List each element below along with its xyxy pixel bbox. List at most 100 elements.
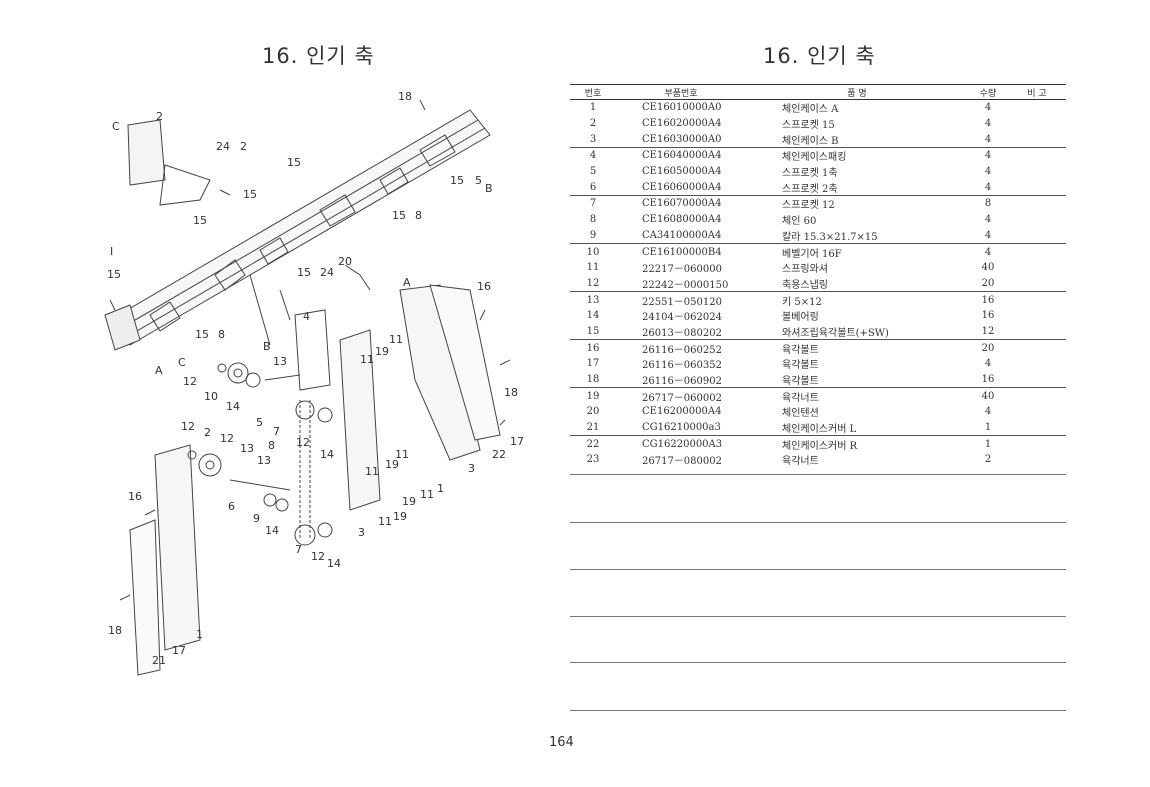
row-part-no: CE16030000A0	[642, 133, 722, 145]
svg-text:1: 1	[437, 482, 444, 495]
row-part-no: 26717－080002	[642, 456, 722, 468]
svg-text:1: 1	[196, 628, 203, 641]
row-qty: 40	[981, 390, 995, 402]
svg-text:24: 24	[216, 140, 230, 153]
svg-text:19: 19	[385, 458, 399, 471]
svg-text:16: 16	[477, 280, 491, 293]
row-name: 체인텐션	[782, 408, 819, 420]
row-name: 육각너트	[782, 392, 819, 404]
row-part-no: CE16200000A4	[642, 406, 722, 418]
row-no: 1	[589, 102, 597, 114]
table-row: 20 CE16200000A4 체인텐션 4	[570, 404, 1066, 420]
svg-text:I: I	[110, 245, 113, 258]
row-no: 14	[586, 310, 600, 322]
row-no: 5	[589, 166, 597, 178]
row-no: 7	[589, 198, 597, 210]
row-name: 육각볼트	[782, 376, 819, 388]
svg-text:8: 8	[415, 209, 422, 222]
svg-text:5: 5	[256, 416, 263, 429]
row-no: 8	[589, 214, 597, 226]
svg-text:11: 11	[389, 333, 403, 346]
row-qty: 4	[984, 150, 992, 162]
row-name: 스프로켓 15	[782, 120, 835, 132]
row-qty: 8	[984, 198, 992, 210]
row-part-no: CE16010000A0	[642, 102, 722, 114]
row-qty: 2	[984, 454, 992, 466]
row-part-no: CE16080000A4	[642, 214, 722, 226]
row-part-no: 22551－050120	[642, 296, 722, 308]
svg-text:20: 20	[338, 255, 352, 268]
svg-text:14: 14	[226, 400, 240, 413]
svg-text:2: 2	[240, 140, 247, 153]
header-remark: 비 고	[1027, 88, 1047, 99]
row-part-no: CE16050000A4	[642, 166, 722, 178]
svg-text:10: 10	[204, 390, 218, 403]
row-no: 12	[586, 277, 600, 289]
blank-line	[570, 710, 1066, 711]
svg-text:18: 18	[504, 386, 518, 399]
row-part-no: CG16220000A3	[642, 438, 723, 450]
row-name: 체인케이스 B	[782, 135, 839, 147]
row-qty: 4	[984, 406, 992, 418]
svg-text:7: 7	[295, 543, 302, 556]
svg-text:17: 17	[510, 435, 524, 448]
row-name: 체인케이스패킹	[782, 152, 847, 164]
row-name: 볼베어링	[782, 312, 819, 324]
row-no: 11	[586, 262, 600, 274]
svg-text:16: 16	[128, 490, 142, 503]
svg-text:14: 14	[327, 557, 341, 570]
row-no: 19	[586, 390, 600, 402]
svg-text:15: 15	[287, 156, 301, 169]
row-name: 육각너트	[782, 456, 819, 468]
row-no: 4	[589, 150, 597, 162]
row-qty: 20	[981, 277, 995, 289]
row-qty: 4	[984, 246, 992, 258]
row-name: 칼라 15.3×21.7×15	[782, 231, 878, 243]
page-number: 164	[549, 735, 574, 750]
row-qty: 1	[984, 422, 992, 434]
svg-text:9: 9	[253, 512, 260, 525]
row-part-no: 26013－080202	[642, 327, 722, 339]
svg-text:A: A	[403, 276, 411, 289]
row-name: 와셔조립육각볼트(+SW)	[782, 327, 889, 339]
svg-text:17: 17	[172, 644, 186, 657]
row-name: 베벨기어 16F	[782, 248, 842, 260]
svg-text:8: 8	[218, 328, 225, 341]
row-name: 체인케이스커버 L	[782, 424, 857, 436]
svg-text:22: 22	[492, 448, 506, 461]
blank-line	[570, 662, 1066, 663]
row-part-no: CG16210000a3	[642, 422, 721, 434]
right-page-title: 16. 인기 축	[763, 44, 876, 68]
row-part-no: CE16060000A4	[642, 181, 722, 193]
row-part-no: CE16020000A4	[642, 118, 722, 130]
row-no: 20	[586, 406, 600, 418]
svg-text:12: 12	[181, 420, 195, 433]
row-qty: 4	[984, 214, 992, 226]
row-name: 스프로켓 2축	[782, 183, 838, 195]
svg-text:18: 18	[398, 90, 412, 103]
row-name: 축용스냅링	[782, 279, 828, 291]
row-name: 키 5×12	[782, 296, 822, 308]
row-no: 13	[586, 294, 600, 306]
row-name: 스프로켓 12	[782, 200, 835, 212]
svg-text:15: 15	[193, 214, 207, 227]
svg-text:15: 15	[195, 328, 209, 341]
row-no: 9	[589, 229, 597, 241]
row-part-no: CE16070000A4	[642, 198, 722, 210]
svg-text:11: 11	[395, 448, 409, 461]
svg-text:19: 19	[375, 345, 389, 358]
svg-text:12: 12	[296, 436, 310, 449]
row-qty: 16	[981, 374, 995, 386]
row-qty: 12	[981, 325, 995, 337]
